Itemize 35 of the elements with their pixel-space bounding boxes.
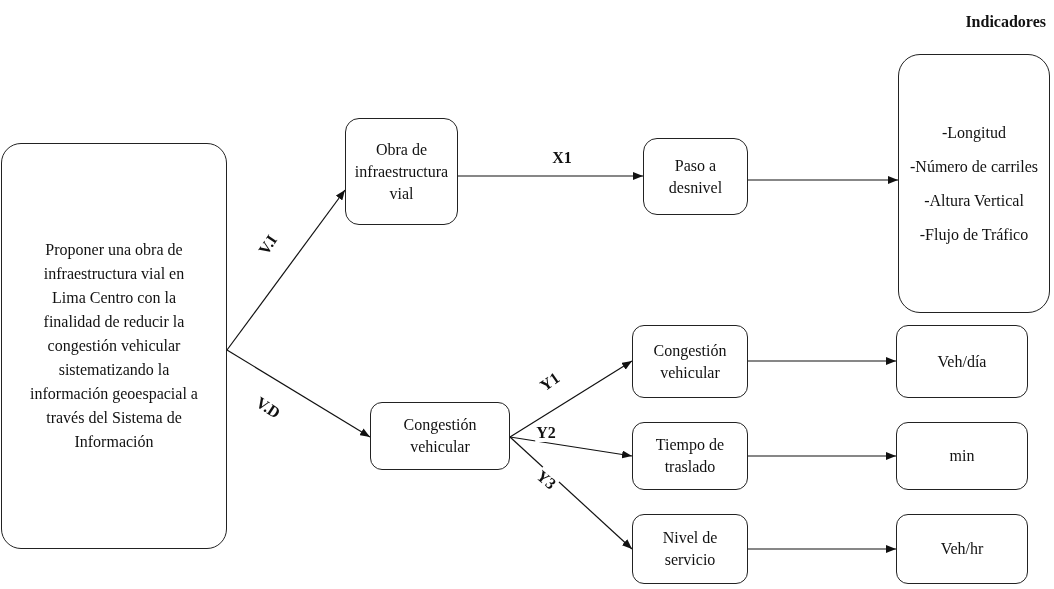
box-text: Tiempo de traslado xyxy=(654,435,726,477)
indicator-text: -Longitud xyxy=(942,122,1006,144)
box-text: Obra de infraestructura vial xyxy=(353,139,450,204)
process-box xyxy=(632,514,748,584)
arrow xyxy=(509,436,633,459)
arrow xyxy=(226,349,371,438)
edge-label: Y2 xyxy=(535,424,557,442)
arrow xyxy=(226,189,346,351)
arrow xyxy=(747,176,899,184)
indicator-text: -Altura Vertical xyxy=(924,190,1024,211)
indicator-text: -Número de carriles xyxy=(910,156,1038,177)
process-box xyxy=(345,118,458,225)
arrow xyxy=(747,545,897,553)
column-heading: Indicadores xyxy=(965,13,1046,31)
process-box xyxy=(896,325,1028,398)
arrow xyxy=(747,452,897,460)
box-text: Veh/hr xyxy=(940,539,984,559)
box-text: Nivel de servicio xyxy=(661,528,719,570)
process-box xyxy=(896,422,1028,490)
box-text: min xyxy=(949,446,975,466)
process-box xyxy=(370,402,510,470)
box-text: Paso a desnivel xyxy=(667,155,724,198)
process-box xyxy=(1,143,227,549)
box-text: Proponer una obra de infraestructura vial en Lima Centro con la finalidad de reducir la congestión vehicular sistematizando la información geoespacial a través del Sistema de Información xyxy=(29,240,199,452)
process-box xyxy=(896,514,1028,584)
arrow xyxy=(457,172,644,180)
box-text: Congestión vehicular xyxy=(652,340,728,383)
box-text: Congestión vehicular xyxy=(402,415,478,457)
process-box xyxy=(632,422,748,490)
process-box xyxy=(643,138,748,215)
process-box xyxy=(632,325,748,398)
arrow xyxy=(509,360,633,438)
arrow xyxy=(747,357,897,365)
box-text: Veh/día xyxy=(937,351,987,372)
indicator-text: -Flujo de Tráfico xyxy=(919,224,1029,246)
